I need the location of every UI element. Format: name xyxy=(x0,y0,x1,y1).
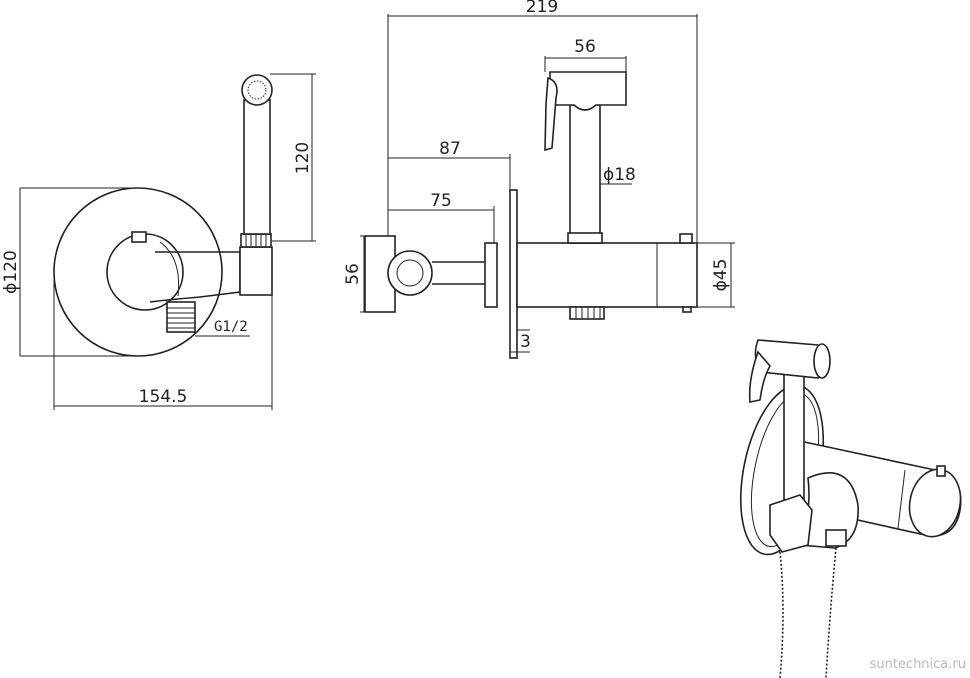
label-front-width: 154.5 xyxy=(139,387,188,407)
label-shower-height: 120 xyxy=(293,142,313,174)
perspective-hose-right xyxy=(825,547,837,678)
side-flange xyxy=(484,242,498,308)
label-depth-75: 75 xyxy=(430,191,452,211)
label-plate-thickness: 3 xyxy=(520,332,531,352)
side-shower-lever xyxy=(544,76,558,152)
perspective-hose-left xyxy=(779,551,784,678)
side-shower-head xyxy=(549,71,627,111)
front-knob-circle xyxy=(106,233,184,311)
holder-block xyxy=(239,246,273,296)
side-knob-outer xyxy=(387,250,433,296)
front-body-tube xyxy=(149,251,241,303)
label-side-height: 56 xyxy=(343,263,363,285)
label-thread: G1/2 xyxy=(214,319,248,335)
label-depth-87: 87 xyxy=(439,139,461,159)
front-view: G1/2 ϕ120 154.5 120 xyxy=(1,73,316,410)
knob-stem xyxy=(131,231,147,243)
side-main-body xyxy=(516,242,698,308)
shower-handle-front xyxy=(243,99,271,235)
side-hose-pipe xyxy=(569,104,601,244)
perspective-pipe xyxy=(783,369,805,501)
perspective-view xyxy=(739,339,962,678)
side-thread xyxy=(569,306,605,320)
label-body-diameter: ϕ45 xyxy=(711,259,731,292)
label-front-diameter: ϕ120 xyxy=(1,250,21,294)
label-handle-width: 56 xyxy=(574,37,596,57)
watermark: suntechnica.ru xyxy=(870,657,966,672)
thin-plate xyxy=(509,189,518,359)
side-view: 219 56 87 75 56 3 ϕ18 ϕ45 xyxy=(343,0,735,359)
shower-head-front xyxy=(241,74,273,106)
side-knob-inner xyxy=(396,259,424,287)
label-total-width: 219 xyxy=(526,0,558,17)
thread-fitting xyxy=(166,301,196,333)
label-hose-diameter: ϕ18 xyxy=(603,165,636,185)
